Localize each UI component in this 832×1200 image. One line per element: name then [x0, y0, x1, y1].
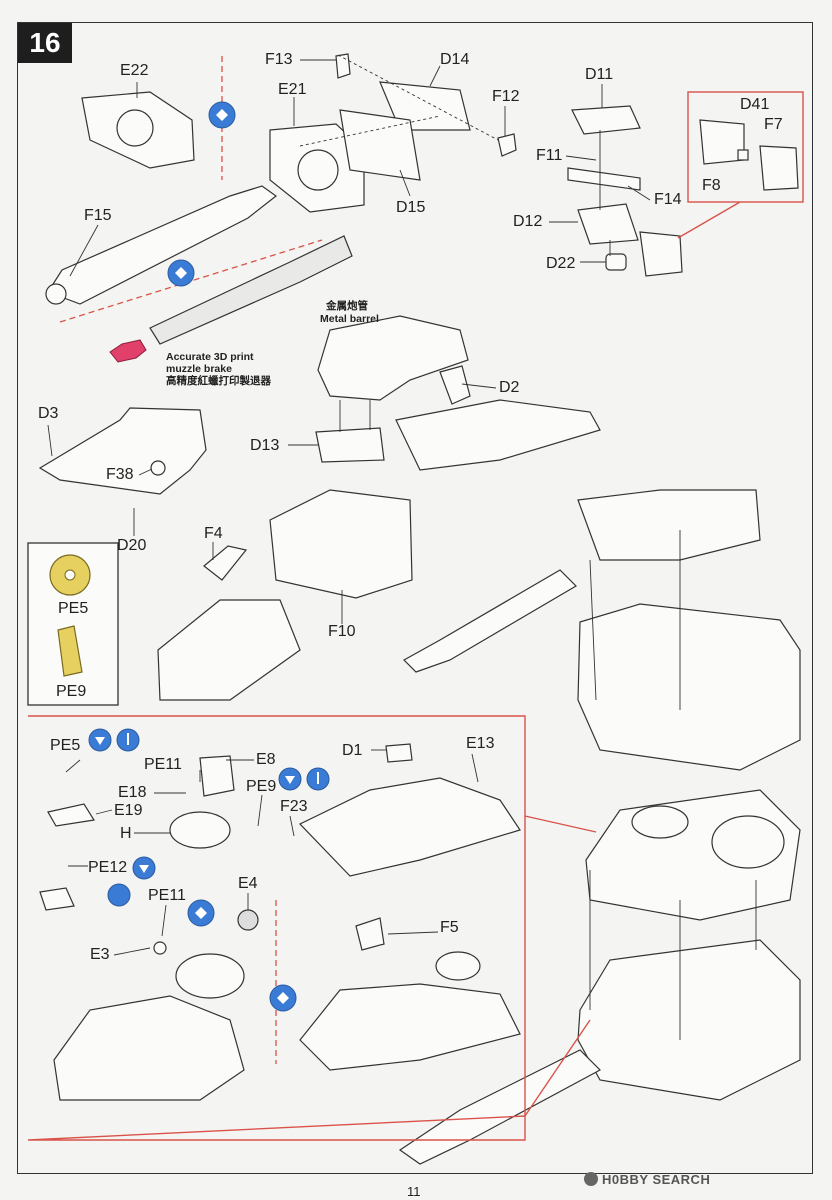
label-pe5-legend: PE5	[58, 600, 89, 617]
part-f10	[269, 489, 413, 599]
part-f13	[335, 53, 351, 79]
part-3d-muzzle-brake	[109, 339, 147, 363]
label-d12: D12	[513, 213, 543, 230]
part-cupola-lower	[175, 953, 245, 999]
watermark: H0BBY SEARCH	[584, 1172, 710, 1187]
part-gun-long-upper	[395, 399, 601, 471]
label-d15: D15	[396, 199, 426, 216]
part-e3	[153, 941, 167, 955]
label-f10: F10	[328, 623, 356, 640]
label-d41: D41	[740, 96, 770, 113]
label-e3: E3	[90, 946, 110, 963]
part-d15	[339, 109, 421, 181]
label-e21: E21	[278, 81, 307, 98]
part-metal-barrel	[149, 235, 353, 345]
label-pe11-mid: PE11	[148, 887, 186, 904]
label-pe9: PE9	[246, 778, 277, 795]
label-e22: E22	[120, 62, 149, 79]
label-f7: F7	[764, 116, 783, 133]
part-mantlet-assembly	[577, 489, 761, 561]
label-e4: E4	[238, 875, 258, 892]
label-f5: F5	[440, 919, 459, 936]
label-pe9-legend: PE9	[56, 683, 87, 700]
note-muzzle-cn: 高精度紅蠟打印製退器	[166, 375, 271, 387]
part-e13	[298, 777, 521, 877]
part-f14	[567, 167, 641, 191]
part-d12	[577, 203, 639, 245]
page-frame	[17, 22, 813, 1174]
note-muzzle-line1: Accurate 3D print	[166, 351, 254, 363]
part-d41	[737, 149, 749, 161]
label-f13: F13	[265, 51, 293, 68]
label-f12: F12	[492, 88, 520, 105]
part-turret-lower	[577, 939, 801, 1101]
label-f14: F14	[654, 191, 682, 208]
part-f38	[150, 460, 166, 476]
label-d3: D3	[38, 405, 59, 422]
part-roof-lower-mid	[299, 983, 521, 1071]
label-f15: F15	[84, 207, 112, 224]
label-pe5: PE5	[50, 737, 81, 754]
part-f4	[203, 545, 248, 581]
page-number: 11	[407, 1184, 421, 1199]
part-gun-block	[157, 599, 301, 701]
label-e8: E8	[256, 751, 276, 768]
label-h: H	[120, 825, 132, 842]
part-gun-cradle	[317, 315, 469, 401]
part-e18	[199, 755, 235, 797]
note-metal-barrel-cn: 金属炮管	[326, 300, 368, 312]
part-f5	[355, 917, 385, 951]
label-f38: F38	[106, 466, 134, 483]
part-f15-barrel	[47, 185, 278, 305]
part-turret-upper	[577, 603, 801, 771]
label-pe12: PE12	[88, 859, 128, 876]
label-e13: E13	[466, 735, 495, 752]
note-metal-barrel-en: Metal barrel	[320, 313, 379, 325]
part-gun-barrel-lower	[403, 569, 577, 673]
label-d22: D22	[546, 255, 576, 272]
label-d13: D13	[250, 437, 280, 454]
label-e18: E18	[118, 784, 147, 801]
label-d20: D20	[117, 537, 147, 554]
label-f23: F23	[280, 798, 308, 815]
part-h-cupola	[169, 811, 231, 849]
label-f4: F4	[204, 525, 223, 542]
label-d11: D11	[585, 66, 614, 83]
part-f8-assembly	[639, 231, 683, 277]
pe9-strip-icon	[57, 625, 83, 677]
part-d3	[38, 407, 207, 495]
bend-icon	[107, 883, 131, 907]
part-f12	[497, 133, 517, 157]
label-d2: D2	[499, 379, 520, 396]
part-d2	[439, 365, 471, 405]
part-d14	[379, 81, 471, 131]
part-roof-lower-left	[53, 995, 245, 1101]
label-f8: F8	[702, 177, 721, 194]
part-f7	[759, 145, 799, 191]
label-d1: D1	[342, 742, 363, 759]
label-e19: E19	[114, 802, 143, 819]
label-f11: F11	[536, 147, 563, 164]
label-d14: D14	[440, 51, 470, 68]
watermark-text: H0BBY SEARCH	[602, 1172, 711, 1187]
part-d13	[315, 427, 385, 463]
part-d11	[571, 105, 641, 135]
step-number-badge: 16	[18, 23, 72, 63]
part-e19	[47, 803, 95, 827]
part-d1	[385, 743, 413, 763]
note-muzzle-line2: muzzle brake	[166, 363, 232, 375]
part-pe12-hatch	[39, 887, 75, 911]
hobby-search-logo-icon	[584, 1172, 598, 1186]
label-pe11-top: PE11	[144, 756, 182, 773]
